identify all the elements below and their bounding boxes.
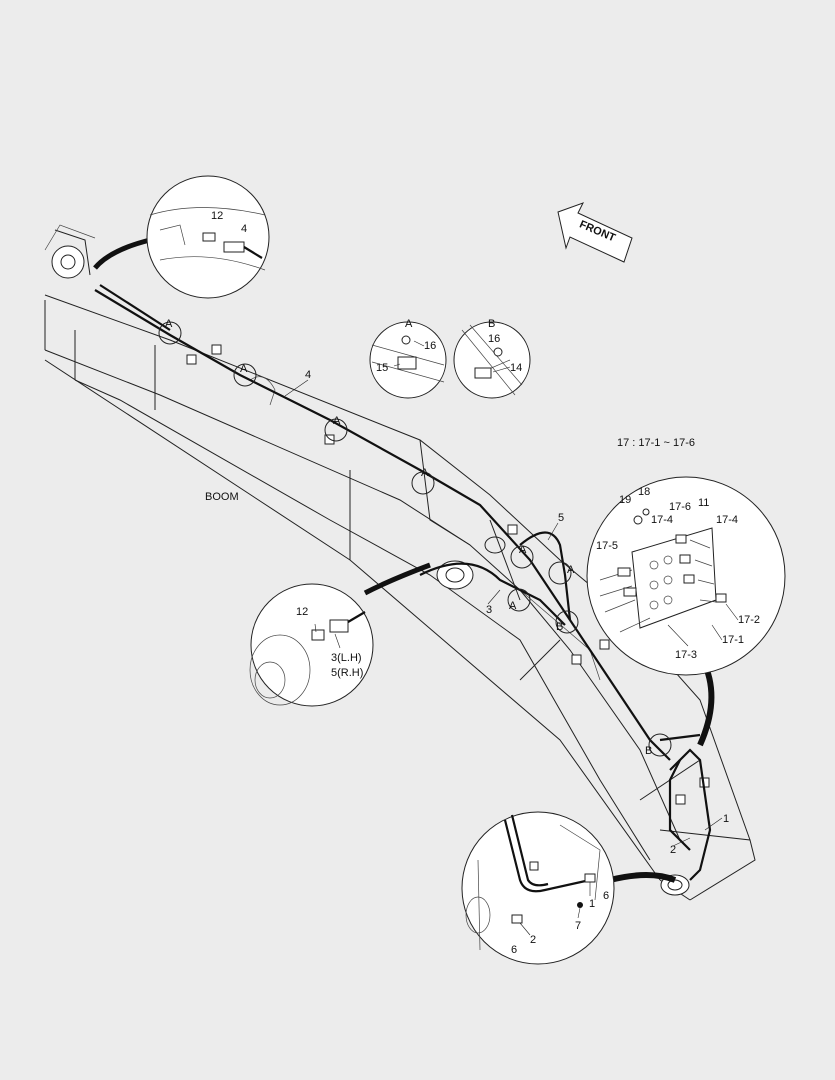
callout-16-b: 16 xyxy=(488,333,500,345)
callout-6-detail-b: 6 xyxy=(511,944,517,956)
clamp-markers xyxy=(158,321,672,757)
callout-17-4b: 17-4 xyxy=(716,514,738,526)
front-arrow: FRONT xyxy=(557,202,633,263)
marker-a-1: A xyxy=(165,318,173,330)
detail-block-17 xyxy=(586,476,786,676)
callout-2: 2 xyxy=(670,844,676,856)
callout-5: 5 xyxy=(558,512,564,524)
detail-b-title: B xyxy=(488,318,495,330)
callout-19: 19 xyxy=(619,494,631,506)
callout-1: 1 xyxy=(723,813,729,825)
detail-a-title: A xyxy=(405,318,413,330)
callout-18: 18 xyxy=(638,486,650,498)
callout-12-nose: 12 xyxy=(211,210,223,222)
leader-lines xyxy=(284,340,739,936)
kit-note: 17 : 17-1 ~ 17-6 xyxy=(617,437,695,449)
marker-a-2: A xyxy=(240,363,248,375)
callout-17-6: 17-6 xyxy=(669,501,691,513)
callout-16-a: 16 xyxy=(424,340,436,352)
callout-11: 11 xyxy=(698,497,709,509)
detail-foot-fitting xyxy=(249,583,374,707)
detail-bottom-lines xyxy=(461,811,615,965)
callout-17-1: 17-1 xyxy=(722,634,744,646)
callout-17-3: 17-3 xyxy=(675,649,697,661)
label-5rh: 5(R.H) xyxy=(331,667,363,679)
callout-4: 4 xyxy=(305,369,311,381)
label-3lh: 3(L.H) xyxy=(331,652,362,664)
callout-17-2: 17-2 xyxy=(738,614,760,626)
marker-a-7: A xyxy=(509,600,517,612)
callout-15: 15 xyxy=(376,362,388,374)
callout-14: 14 xyxy=(510,362,522,374)
callout-7: 7 xyxy=(575,920,581,932)
marker-a-3: A xyxy=(333,415,341,427)
callout-1-detail: 1 xyxy=(589,898,595,910)
boom-label: BOOM xyxy=(205,491,239,503)
callout-4-nose: 4 xyxy=(241,223,247,235)
callout-3: 3 xyxy=(486,604,492,616)
callout-17-5: 17-5 xyxy=(596,540,618,552)
detail-section-b xyxy=(453,321,531,399)
detail-section-a xyxy=(369,321,447,399)
callout-12-foot: 12 xyxy=(296,606,308,618)
callout-6-detail-a: 6 xyxy=(603,890,609,902)
marker-a-5: A xyxy=(519,544,527,556)
text-labels: BOOM 17 : 17-1 ~ 17-6 12 4 4 5 3 1 2 A A… xyxy=(165,210,760,956)
marker-a-4: A xyxy=(421,467,429,479)
marker-b-2: B xyxy=(645,745,652,757)
marker-a-6: A xyxy=(567,564,575,576)
marker-b-1: B xyxy=(556,621,563,633)
detail-nose-fitting xyxy=(146,175,270,299)
callout-17-4a: 17-4 xyxy=(651,514,673,526)
callout-2-detail: 2 xyxy=(530,934,536,946)
